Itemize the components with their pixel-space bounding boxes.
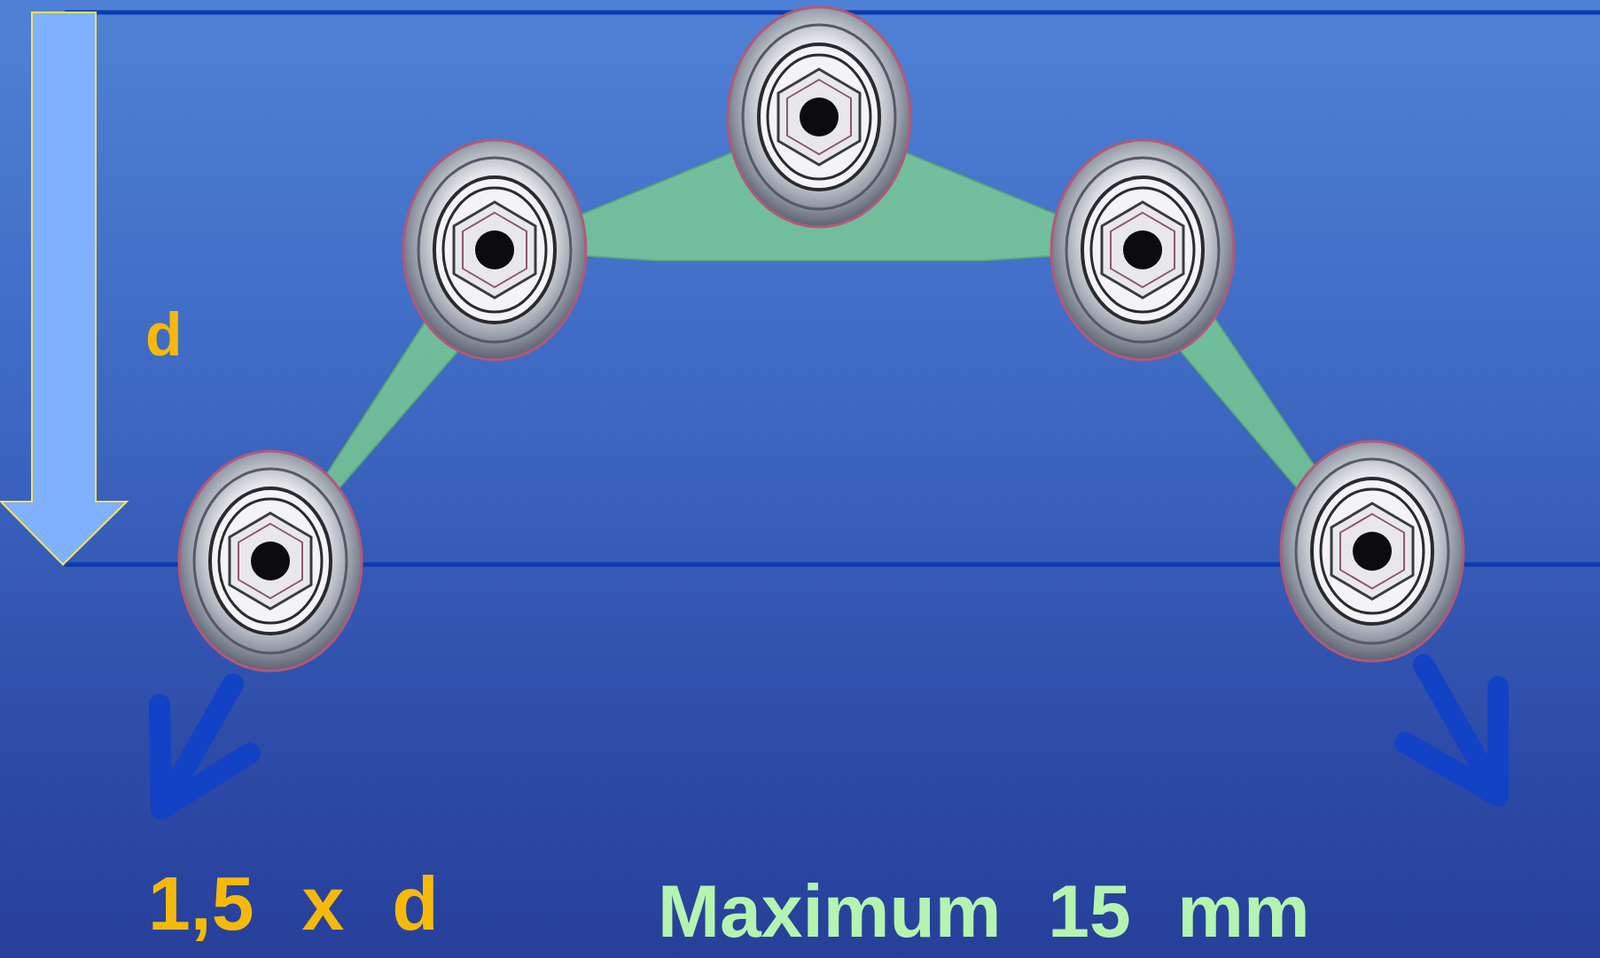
depth-arrow xyxy=(0,12,127,565)
implant xyxy=(179,451,362,672)
implant xyxy=(1051,140,1234,360)
cantilever-arrow xyxy=(1404,664,1499,797)
limit-label: Maximum 15 mm xyxy=(657,874,1311,949)
implant xyxy=(727,7,911,227)
cantilever-arrow xyxy=(159,684,250,810)
dimension-label: d xyxy=(145,304,183,365)
ratio-label: 1,5 x d xyxy=(148,865,439,942)
implant xyxy=(403,140,586,360)
implant xyxy=(1280,441,1464,662)
